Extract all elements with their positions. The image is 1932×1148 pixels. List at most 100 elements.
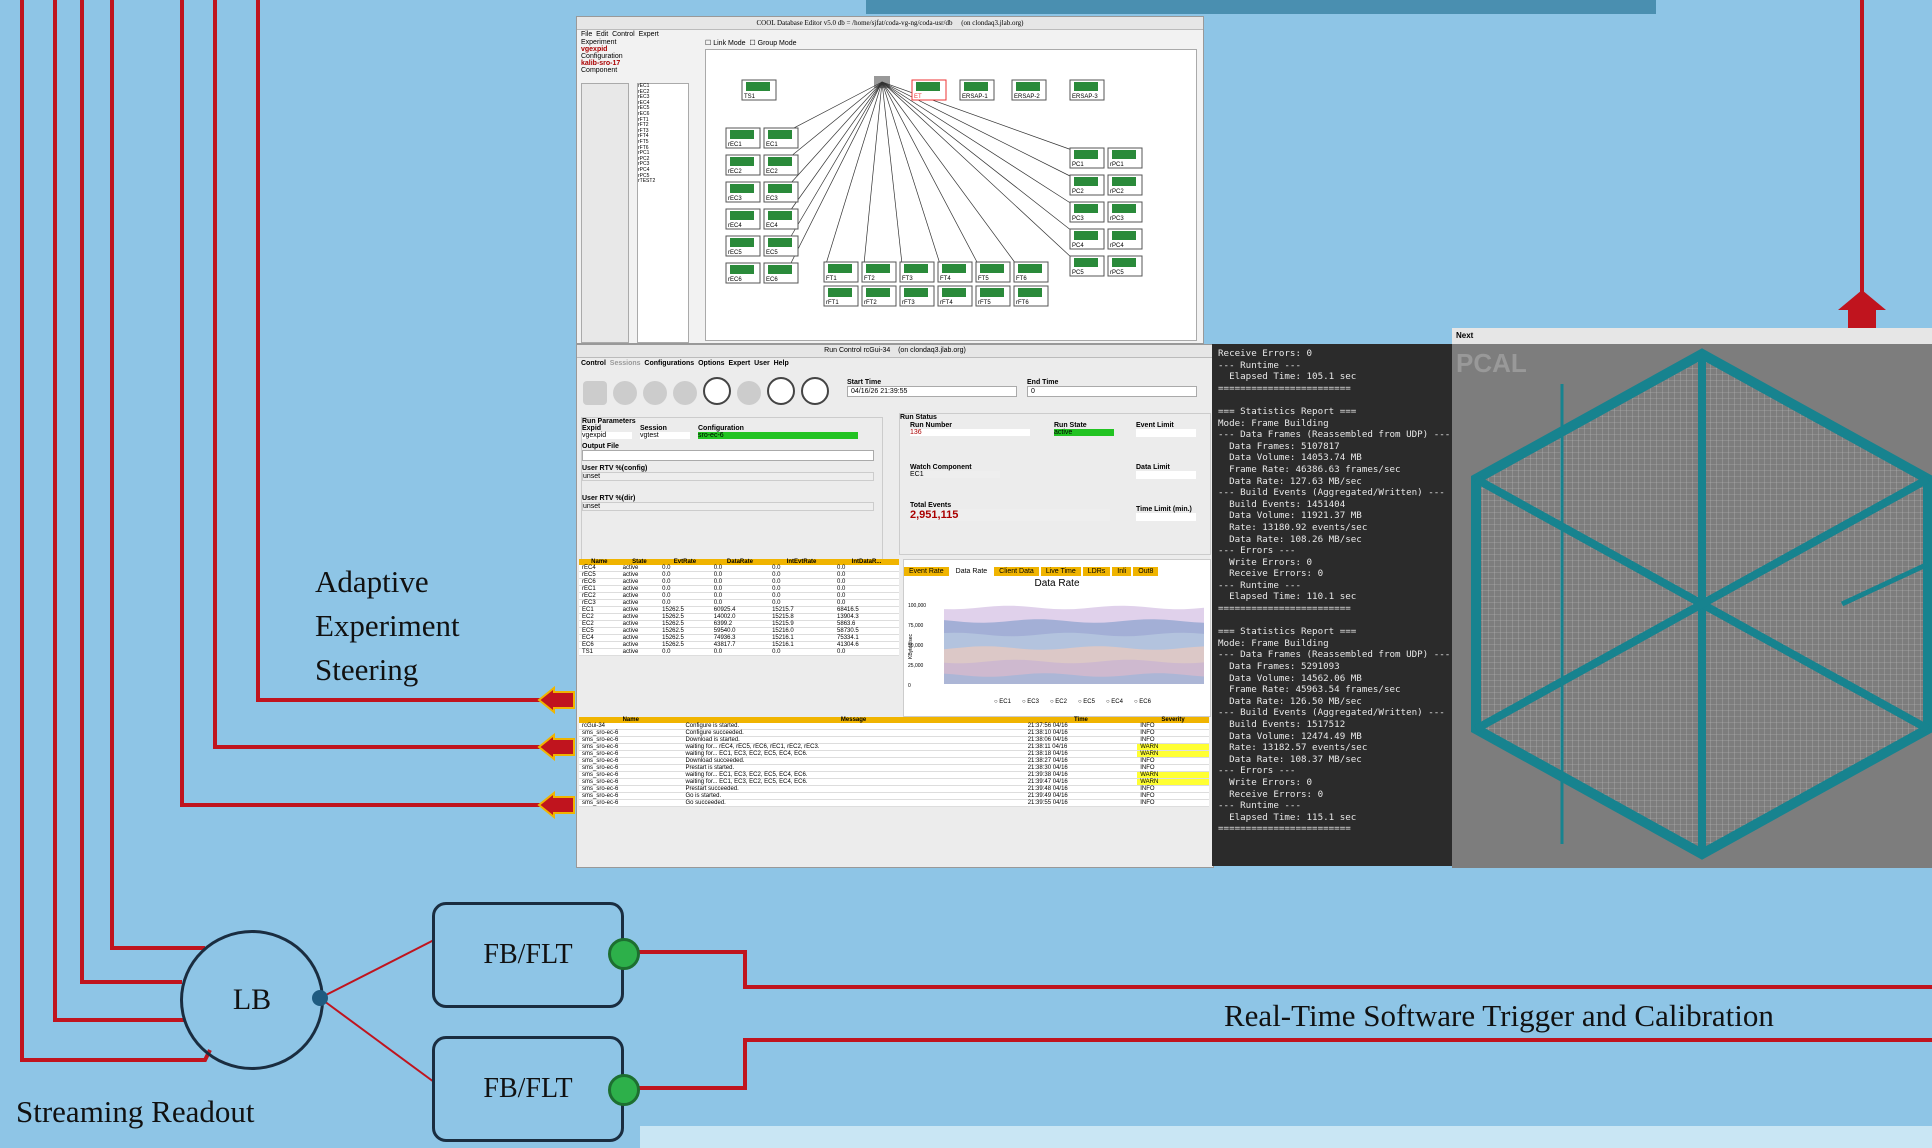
bottom-node[interactable]: FT3 [899, 261, 935, 283]
right-node[interactable]: PC2 [1069, 174, 1105, 196]
bottom-node[interactable]: FT4 [937, 261, 973, 283]
component-list-item[interactable]: rTEST2 [638, 178, 656, 185]
component-list-item[interactable]: rEC1 [638, 83, 650, 89]
tool-icon-3[interactable] [643, 381, 667, 405]
bottom-node[interactable]: FT6 [1013, 261, 1049, 283]
component-list-item[interactable]: rPC3 [638, 161, 650, 168]
rate-tab[interactable]: Live Time [1040, 567, 1081, 576]
rtv2-value[interactable]: unset [582, 502, 874, 511]
left-node[interactable]: EC6 [763, 262, 799, 284]
msg-header[interactable]: Message [682, 717, 1025, 723]
left-node-r[interactable]: rEC1 [725, 127, 761, 149]
rewind-icon[interactable] [767, 377, 795, 405]
bottom-node-r[interactable]: rFT4 [937, 285, 973, 307]
left-node-r[interactable]: rEC4 [725, 208, 761, 230]
component-list-item[interactable]: rEC5 [638, 105, 650, 112]
top-node[interactable]: TS1 [741, 79, 777, 101]
left-node[interactable]: EC3 [763, 181, 799, 203]
event-limit-input[interactable] [1136, 429, 1196, 437]
left-node[interactable]: EC4 [763, 208, 799, 230]
output-file-select[interactable] [582, 450, 874, 461]
component-list-item[interactable]: rEC4 [638, 99, 650, 106]
component-list-item[interactable]: rEC6 [638, 110, 650, 117]
component-list-item[interactable]: rPC1 [638, 150, 650, 157]
comp-header[interactable]: DataRate [710, 559, 770, 565]
rate-tab[interactable]: Out8 [1133, 567, 1159, 576]
tool-icon-2[interactable] [613, 381, 637, 405]
comp-header[interactable]: IntDataR... [834, 559, 899, 565]
stop-icon[interactable] [703, 377, 731, 405]
rate-tab[interactable]: Data Rate [950, 567, 993, 576]
cool-menu-edit[interactable]: Edit [596, 31, 609, 38]
left-node[interactable]: EC5 [763, 235, 799, 257]
rtv1-value[interactable]: unset [582, 472, 874, 481]
tool-icon-1[interactable] [583, 381, 607, 405]
left-node[interactable]: EC1 [763, 127, 799, 149]
left-node-r[interactable]: rEC3 [725, 181, 761, 203]
rc-menu-control[interactable]: Control [581, 360, 606, 367]
right-node[interactable]: PC5 [1069, 255, 1105, 277]
left-node[interactable]: EC2 [763, 154, 799, 176]
cool-menu-control[interactable]: Control [612, 31, 635, 38]
right-node[interactable]: PC1 [1069, 147, 1105, 169]
component-list-item[interactable]: rPC2 [638, 155, 650, 162]
comp-header[interactable]: State [619, 559, 660, 565]
left-node-r[interactable]: rEC5 [725, 235, 761, 257]
bottom-node-r[interactable]: rFT5 [975, 285, 1011, 307]
right-node-r[interactable]: rPC3 [1107, 201, 1143, 223]
rate-tab[interactable]: Event Rate [904, 567, 949, 576]
bottom-node[interactable]: FT1 [823, 261, 859, 283]
rc-menu-options[interactable]: Options [698, 360, 725, 367]
rate-tab[interactable]: Inli [1112, 567, 1132, 576]
right-node[interactable]: PC4 [1069, 228, 1105, 250]
comp-header[interactable]: Name [579, 559, 620, 565]
tool-icon-6[interactable] [737, 381, 761, 405]
pause-icon[interactable] [801, 377, 829, 405]
right-node[interactable]: PC3 [1069, 201, 1105, 223]
component-list-item[interactable]: rEC2 [638, 88, 650, 95]
component-list-item[interactable]: rFT5 [638, 138, 649, 145]
cool-menu-expert[interactable]: Expert [638, 31, 659, 38]
msg-header[interactable]: Name [579, 717, 683, 723]
rate-tab[interactable]: Client Data [994, 567, 1039, 576]
right-node-r[interactable]: rPC5 [1107, 255, 1143, 277]
component-list-item[interactable]: rFT2 [638, 122, 649, 129]
bottom-node[interactable]: FT5 [975, 261, 1011, 283]
msg-header[interactable]: Time [1024, 717, 1138, 723]
bottom-node[interactable]: FT2 [861, 261, 897, 283]
rc-menu-expert[interactable]: Expert [728, 360, 751, 367]
bottom-node-r[interactable]: rFT2 [861, 285, 897, 307]
bottom-node-r[interactable]: rFT3 [899, 285, 935, 307]
component-list-item[interactable]: rFT3 [638, 127, 649, 134]
rate-tab[interactable]: LDRs [1082, 567, 1111, 576]
top-node[interactable]: ERSAP-1 [959, 79, 995, 101]
group-mode[interactable]: Group Mode [757, 40, 797, 47]
bottom-node-r[interactable]: rFT1 [823, 285, 859, 307]
bottom-node-r[interactable]: rFT6 [1013, 285, 1049, 307]
right-node-r[interactable]: rPC4 [1107, 228, 1143, 250]
top-node[interactable]: ET [911, 79, 947, 101]
rc-menu-help[interactable]: Help [773, 360, 789, 367]
component-list-item[interactable]: rFT4 [638, 133, 649, 140]
component-list-item[interactable]: rEC3 [638, 94, 650, 101]
